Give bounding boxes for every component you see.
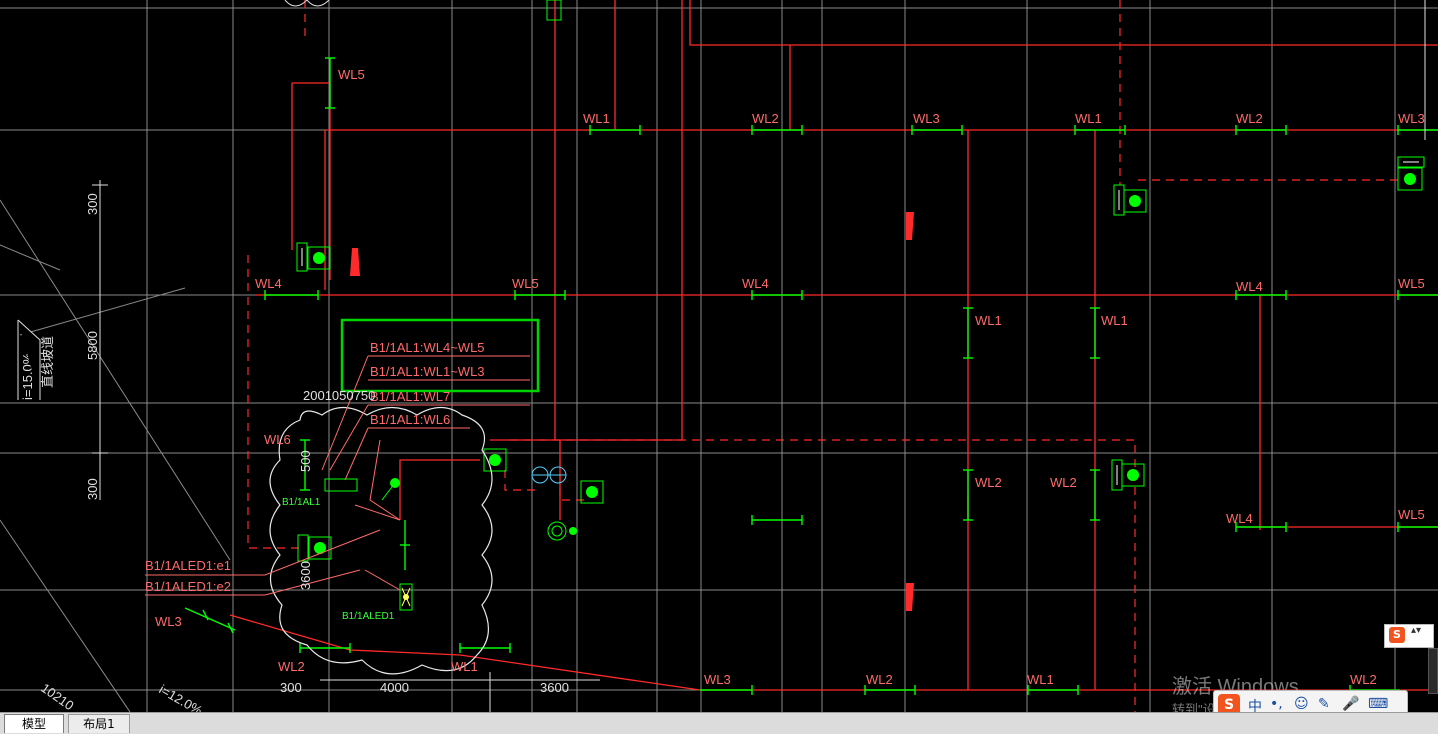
ime-float-widget[interactable]: S ▴▾ — [1384, 624, 1434, 648]
wire-label: WL2 — [866, 672, 893, 687]
wire-label: WL4 — [255, 276, 282, 291]
dimension-lines — [17, 180, 600, 712]
wire-label: WL5 — [338, 67, 365, 82]
cad-drawing-canvas[interactable]: WL5 WL1 WL2 WL3 WL1 WL2 WL3 WL4 WL5 WL4 … — [0, 0, 1438, 712]
fixture-9 — [546, 0, 562, 21]
layout-tab-bar: 模型 布局1 — [0, 712, 1438, 734]
panel-tag: B1/1AL1 — [282, 497, 321, 508]
wire-label: WL2 — [1050, 475, 1077, 490]
ime-mode-toggle[interactable]: 中 — [1248, 699, 1262, 715]
fixtures — [296, 0, 1425, 611]
vertical-scrollbar[interactable] — [1428, 648, 1438, 694]
dimension-text: 300 — [85, 193, 100, 215]
fixture-4 — [1111, 459, 1145, 491]
slope-sub-label: 直线坡道 — [40, 336, 55, 388]
circuit-note: B1/1AL1:WL7 — [370, 389, 450, 404]
microphone-icon[interactable]: 🎤 — [1342, 696, 1360, 712]
dimension-text: 4000 — [380, 680, 409, 695]
wire-label: WL4 — [742, 276, 769, 291]
dimension-text: 5800 — [85, 331, 100, 360]
dimension-text: 500 — [298, 450, 313, 472]
dimension-text: 10210 — [38, 680, 76, 712]
annotation-box[interactable] — [340, 318, 540, 393]
dimension-text: 2001050750 — [303, 388, 375, 403]
sogou-logo-icon: S — [1389, 627, 1405, 643]
circuit-notes: B1/1AL1:WL4~WL5 B1/1AL1:WL1~WL3 B1/1AL1:… — [145, 340, 485, 622]
top-edge-labels — [284, 0, 1426, 140]
dimension-text: 3600 — [540, 680, 569, 695]
punctuation-icon[interactable]: •, — [1270, 696, 1283, 712]
fixture-5 — [483, 448, 507, 472]
led-note: B1/1ALED1:e1 — [145, 558, 231, 573]
wire-label: WL1 — [1027, 672, 1054, 687]
dimension-text: 300 — [85, 478, 100, 500]
wire-label: WL6 — [264, 432, 291, 447]
fixture-1 — [296, 242, 331, 272]
wire-label: WL1 — [583, 111, 610, 126]
wire-ticks — [184, 57, 1438, 695]
wire-labels: WL5 WL1 WL2 WL3 WL1 WL2 WL3 WL4 WL5 WL4 … — [155, 67, 1425, 687]
tab-model[interactable]: 模型 — [4, 714, 64, 733]
wire-label: WL2 — [975, 475, 1002, 490]
dimension-text: 300 — [280, 680, 302, 695]
wire-label: WL1 — [1101, 313, 1128, 328]
keyboard-icon[interactable]: ⌨ — [1368, 696, 1389, 712]
wire-label: WL4 — [1226, 511, 1253, 526]
wire-label: WL5 — [1398, 276, 1425, 291]
circuit-note: B1/1AL1:WL1~WL3 — [370, 364, 485, 379]
fixture-3 — [1397, 156, 1425, 191]
fixture-7 — [297, 534, 332, 562]
slope-label: i=12.0% — [157, 682, 206, 712]
wire-label: WL2 — [1236, 111, 1263, 126]
wire-label: WL4 — [1236, 279, 1263, 294]
wire-label: WL1 — [1075, 111, 1102, 126]
wire-label: WL2 — [1350, 672, 1377, 687]
wire-label: WL3 — [1398, 111, 1425, 126]
circuit-note: B1/1AL1:WL6 — [370, 412, 450, 427]
expand-arrows-icon[interactable]: ▴▾ — [1411, 625, 1422, 636]
wire-label: WL1 — [975, 313, 1002, 328]
dimension-text: 3600 — [298, 561, 313, 590]
tab-layout1[interactable]: 布局1 — [68, 714, 130, 733]
wire-label: WL1 — [451, 659, 478, 674]
wire-label: WL5 — [512, 276, 539, 291]
circuit-note: B1/1AL1:WL4~WL5 — [370, 340, 485, 355]
fixture-6 — [580, 480, 604, 504]
wire-label: WL3 — [155, 614, 182, 629]
leader-lines — [145, 355, 530, 596]
panel-tag: B1/1ALED1 — [342, 611, 395, 622]
fixture-2 — [1113, 184, 1147, 216]
wire-label: WL2 — [278, 659, 305, 674]
emoji-icon[interactable]: ☺ — [1294, 696, 1309, 712]
wire-label: WL2 — [752, 111, 779, 126]
revision-cloud — [269, 406, 493, 675]
grid-lines — [0, 0, 1438, 712]
wire-label: WL3 — [913, 111, 940, 126]
fixture-8 — [399, 583, 413, 611]
wire-label: WL5 — [1398, 507, 1425, 522]
dashed-wiring — [247, 0, 1398, 712]
sogou-logo-icon[interactable]: S — [1218, 694, 1240, 716]
led-note: B1/1ALED1:e2 — [145, 579, 231, 594]
handwriting-icon[interactable]: ✎ — [1318, 696, 1330, 712]
wire-label: WL3 — [704, 672, 731, 687]
